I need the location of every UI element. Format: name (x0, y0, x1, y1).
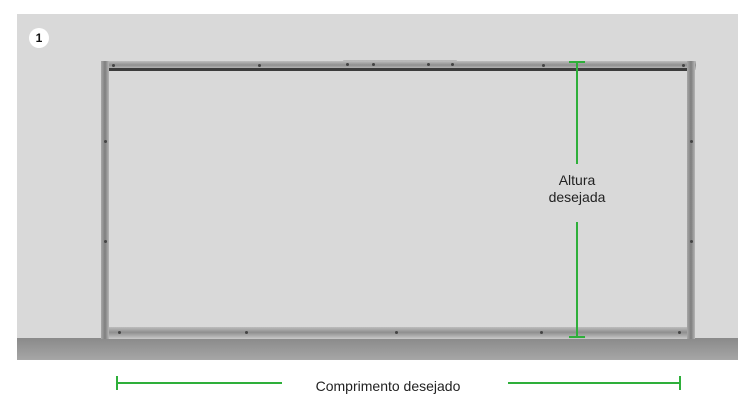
screw (372, 63, 375, 66)
screw (540, 331, 543, 334)
height-line-lower (576, 222, 578, 337)
screw (451, 63, 454, 66)
screw (104, 240, 107, 243)
width-label: Comprimento desejado (282, 378, 494, 394)
frame-bottom-rail (101, 327, 695, 339)
screw (678, 331, 681, 334)
height-tick-bottom (569, 336, 585, 338)
screw (104, 140, 107, 143)
screw (118, 331, 121, 334)
screw (112, 64, 115, 67)
frame-left-rail (101, 61, 109, 339)
screw (258, 64, 261, 67)
frame-right-rail (687, 61, 695, 339)
height-line-upper (576, 61, 578, 164)
screw (427, 63, 430, 66)
screw (542, 64, 545, 67)
screw (395, 331, 398, 334)
height-label: Altura desejada (525, 172, 629, 206)
screw (245, 331, 248, 334)
height-label-line1: Altura (558, 172, 596, 188)
step-number-badge: 1 (29, 28, 49, 48)
floor (17, 338, 738, 360)
frame-top-rail (101, 61, 696, 70)
width-tick-right (679, 376, 681, 390)
height-label-line2: desejada (548, 189, 606, 205)
screw (690, 140, 693, 143)
width-line-right (508, 382, 680, 384)
screw (346, 63, 349, 66)
width-line-left (116, 382, 288, 384)
screw (690, 240, 693, 243)
screw (682, 64, 685, 67)
frame-top-edge (106, 68, 690, 71)
